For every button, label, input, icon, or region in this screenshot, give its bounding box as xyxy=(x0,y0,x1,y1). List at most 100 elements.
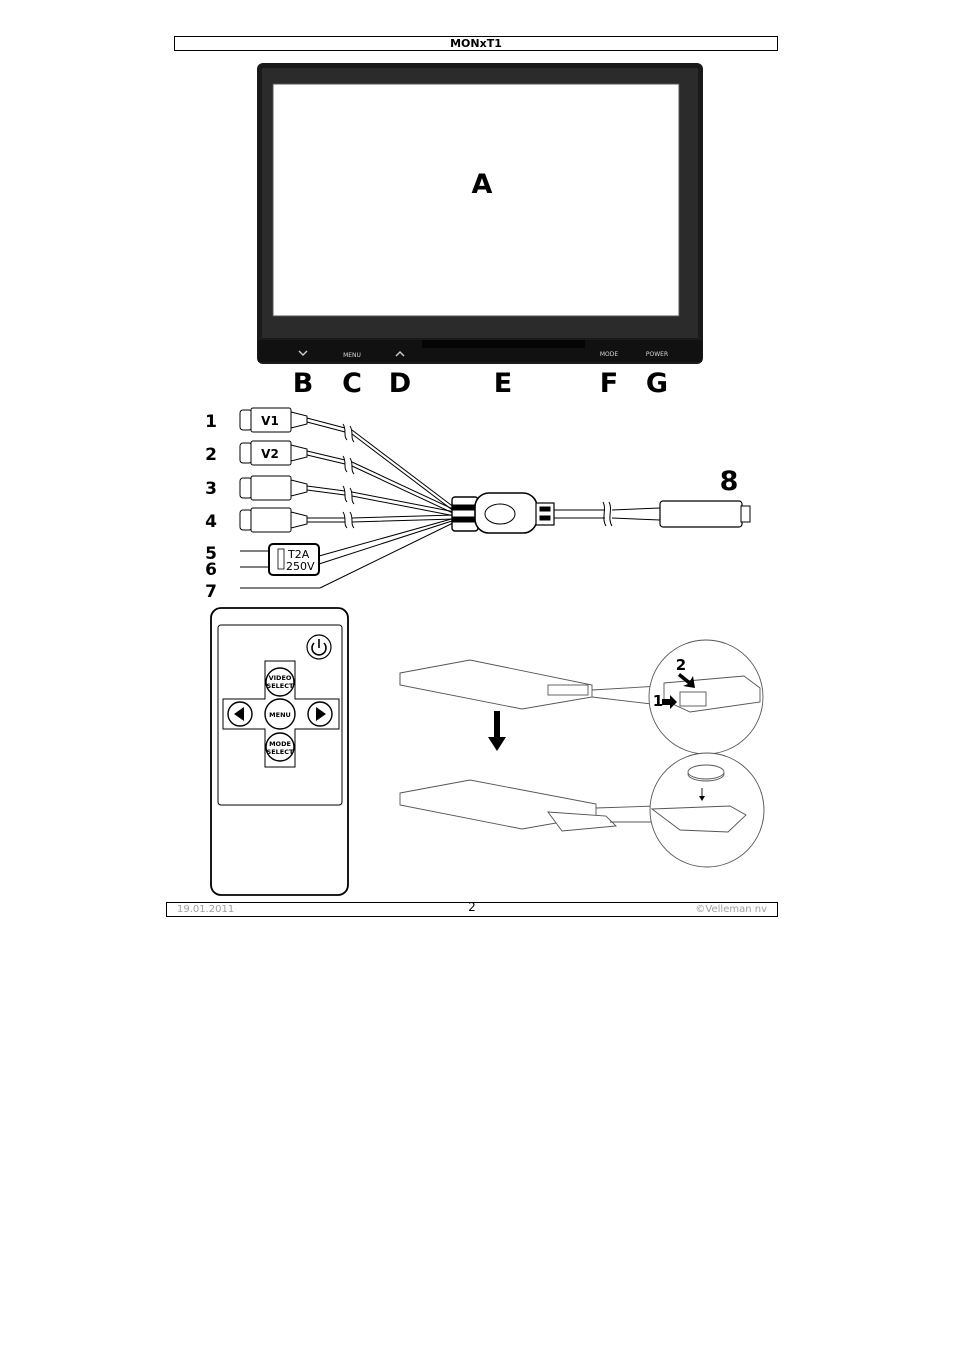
plug-2-label: V2 xyxy=(261,447,279,461)
rca-plug-3-neck xyxy=(290,479,308,497)
wire-2 xyxy=(306,450,456,515)
leader-line-top-2 xyxy=(591,696,661,706)
battery-tray-open xyxy=(547,811,617,832)
monitor-callouts: B C D E F G xyxy=(293,368,668,399)
cable-number-7: 7 xyxy=(205,582,217,602)
step-1-arrow-icon xyxy=(662,695,677,709)
fuse-rating-voltage: 250V xyxy=(286,560,315,573)
junction-band-2 xyxy=(452,516,478,523)
connector-8-tip xyxy=(740,505,751,523)
rca-plug-1-tip xyxy=(239,409,253,431)
junction-sleeve xyxy=(451,496,479,532)
callout-c: C xyxy=(342,368,362,399)
rca-plug-1-neck xyxy=(290,411,308,429)
main-cable-break xyxy=(602,501,613,527)
step-1-label: 1 xyxy=(653,692,663,710)
leader-line-bottom-1 xyxy=(595,805,656,809)
document-title: MONxT1 xyxy=(450,37,502,50)
tray-latch-detail xyxy=(679,691,707,707)
monitor-center-panel xyxy=(422,340,585,348)
coin-cell-battery-top xyxy=(687,764,725,780)
mode-button-label: MODE xyxy=(600,351,619,358)
video-select-button xyxy=(265,667,295,697)
rca-plug-2-tip xyxy=(239,442,253,464)
remote-control xyxy=(210,607,349,896)
cable-break-3 xyxy=(342,485,355,505)
mode-select-button xyxy=(265,732,295,762)
junction-tail-band-2 xyxy=(539,515,551,521)
step-2-arrow-icon xyxy=(678,673,695,688)
page-number: 2 xyxy=(468,900,476,914)
cable-number-6: 6 xyxy=(205,560,217,580)
tray-detail-bottom xyxy=(650,805,747,833)
cable-numbers: 1 2 3 4 5 6 7 8 xyxy=(205,412,738,602)
mode-select-label-1: MODE xyxy=(269,740,291,748)
callout-e: E xyxy=(494,368,512,399)
cable-number-1: 1 xyxy=(205,412,217,432)
page-footer: 19.01.2011 2 ©Velleman nv xyxy=(166,900,778,917)
monitor-button-strip xyxy=(258,340,702,362)
down-arrow-shaft xyxy=(494,711,500,739)
wire-4 xyxy=(307,514,456,523)
wire-5-right xyxy=(318,517,456,557)
remote-top-view xyxy=(399,659,593,710)
rca-plug-4-body xyxy=(250,507,292,533)
cable-harness xyxy=(239,407,751,589)
insert-arrow-icon xyxy=(699,796,705,801)
video-select-label-2: SELECT xyxy=(267,682,294,690)
callout-d: D xyxy=(389,368,411,399)
cable-number-4: 4 xyxy=(205,512,217,532)
page-header: MONxT1 xyxy=(174,36,778,51)
down-arrow-icon xyxy=(488,737,506,751)
plug-1-label: V1 xyxy=(261,414,279,428)
rca-plug-4-tip xyxy=(239,509,253,531)
wire-7-right xyxy=(319,521,456,589)
cable-break-1 xyxy=(342,423,355,443)
cable-number-8: 8 xyxy=(720,466,739,497)
cable-number-3: 3 xyxy=(205,479,217,499)
monitor-screen xyxy=(272,83,680,317)
remote-menu-button xyxy=(264,698,296,730)
cable-number-5: 5 xyxy=(205,544,217,564)
cable-break-2 xyxy=(342,455,355,475)
left-arrow-icon xyxy=(234,707,244,721)
mode-select-label-2: SELECT xyxy=(267,748,294,756)
junction-band-1 xyxy=(452,504,478,511)
down-chevron-icon xyxy=(298,350,308,356)
rca-plug-4-neck xyxy=(290,511,308,529)
callout-f: F xyxy=(600,368,618,399)
rca-plug-2-neck xyxy=(290,444,308,462)
power-button-label: POWER xyxy=(646,351,668,358)
wire-6-right xyxy=(318,519,456,565)
junction-tail-band-1 xyxy=(539,506,551,512)
callout-g: G xyxy=(646,368,668,399)
battery-tray-closed xyxy=(547,684,589,696)
video-select-label-1: VIDEO xyxy=(269,674,292,682)
fuse-icon xyxy=(277,548,285,570)
wire-1 xyxy=(306,417,456,513)
monitor-illustration: A MENU MODE POWER xyxy=(257,63,703,364)
connector-8-body xyxy=(659,500,743,528)
screen-label-a: A xyxy=(472,169,493,200)
rca-plug-3-body xyxy=(250,475,292,501)
rca-plug-3-tip xyxy=(239,477,253,499)
power-icon xyxy=(311,642,327,656)
battery-replacement-diagram xyxy=(399,639,765,868)
cable-break-4 xyxy=(342,511,355,529)
junction-tail xyxy=(535,502,555,526)
leader-line-top-1 xyxy=(591,685,661,691)
footer-date: 19.01.2011 xyxy=(177,904,235,915)
cable-number-2: 2 xyxy=(205,445,217,465)
main-cable xyxy=(554,507,661,521)
menu-button-label: MENU xyxy=(343,352,361,359)
junction-oval xyxy=(484,503,516,525)
right-arrow-icon xyxy=(316,707,326,721)
footer-copyright: ©Velleman nv xyxy=(695,904,767,915)
wire-3 xyxy=(306,485,456,517)
callout-b: B xyxy=(293,368,314,399)
fuse-rating-current: T2A xyxy=(287,548,310,561)
remote-menu-label: MENU xyxy=(269,711,291,719)
step-2-label: 2 xyxy=(676,656,686,674)
up-chevron-icon xyxy=(395,351,405,357)
